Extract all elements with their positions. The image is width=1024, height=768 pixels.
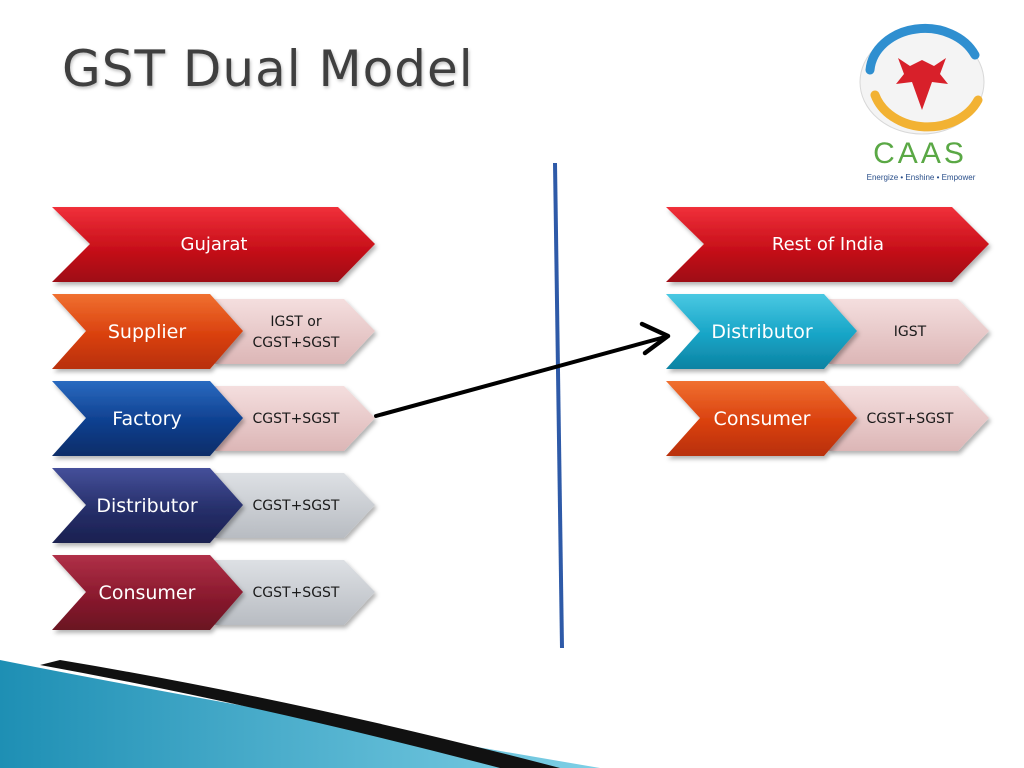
- phoenix-icon: [896, 58, 948, 110]
- factory-label: Factory: [112, 408, 181, 430]
- distributor-label: Distributor: [96, 495, 198, 517]
- tax-box-consumer: [215, 560, 375, 625]
- rest-of-india-header-chevron: [666, 207, 989, 282]
- factory-tax: CGST+SGST: [253, 411, 340, 427]
- supplier-chevron: [52, 294, 243, 369]
- supplier-tax-line2: CGST+SGST: [253, 335, 340, 351]
- decorative-swoosh: [0, 660, 600, 768]
- tax-box-right-consumer: [829, 386, 989, 451]
- state-divider-line: [553, 162, 564, 649]
- tax-box-distributor: [215, 473, 375, 538]
- consumer-label: Consumer: [99, 582, 196, 604]
- right-distributor-chevron: [666, 294, 857, 369]
- tax-box-factory: [215, 386, 375, 451]
- distributor-chevron: [52, 468, 243, 543]
- gujarat-header-chevron: [52, 207, 375, 282]
- consumer-chevron: [52, 555, 243, 630]
- gujarat-header-label: Gujarat: [181, 234, 248, 255]
- tax-box-supplier: [215, 299, 375, 364]
- right-distributor-label: Distributor: [711, 321, 813, 343]
- rest-of-india-header-label: Rest of India: [772, 234, 884, 255]
- distributor-tax: CGST+SGST: [253, 498, 340, 514]
- page-title: GST Dual Model: [62, 40, 474, 98]
- caas-logo: CAAS Energize • Enshine • Empower: [859, 24, 985, 182]
- factory-chevron: [52, 381, 243, 456]
- right-distributor-tax: IGST: [894, 324, 927, 340]
- logo-tagline: Energize • Enshine • Empower: [867, 173, 976, 182]
- logo-name: CAAS: [873, 137, 967, 170]
- consumer-tax: CGST+SGST: [253, 585, 340, 601]
- right-consumer-tax: CGST+SGST: [867, 411, 954, 427]
- tax-box-right-distributor: [829, 299, 989, 364]
- right-consumer-label: Consumer: [714, 408, 811, 430]
- interstate-arrow: [374, 321, 671, 418]
- supplier-label: Supplier: [108, 321, 186, 343]
- supplier-tax-line1: IGST or: [270, 314, 321, 330]
- right-consumer-chevron: [666, 381, 857, 456]
